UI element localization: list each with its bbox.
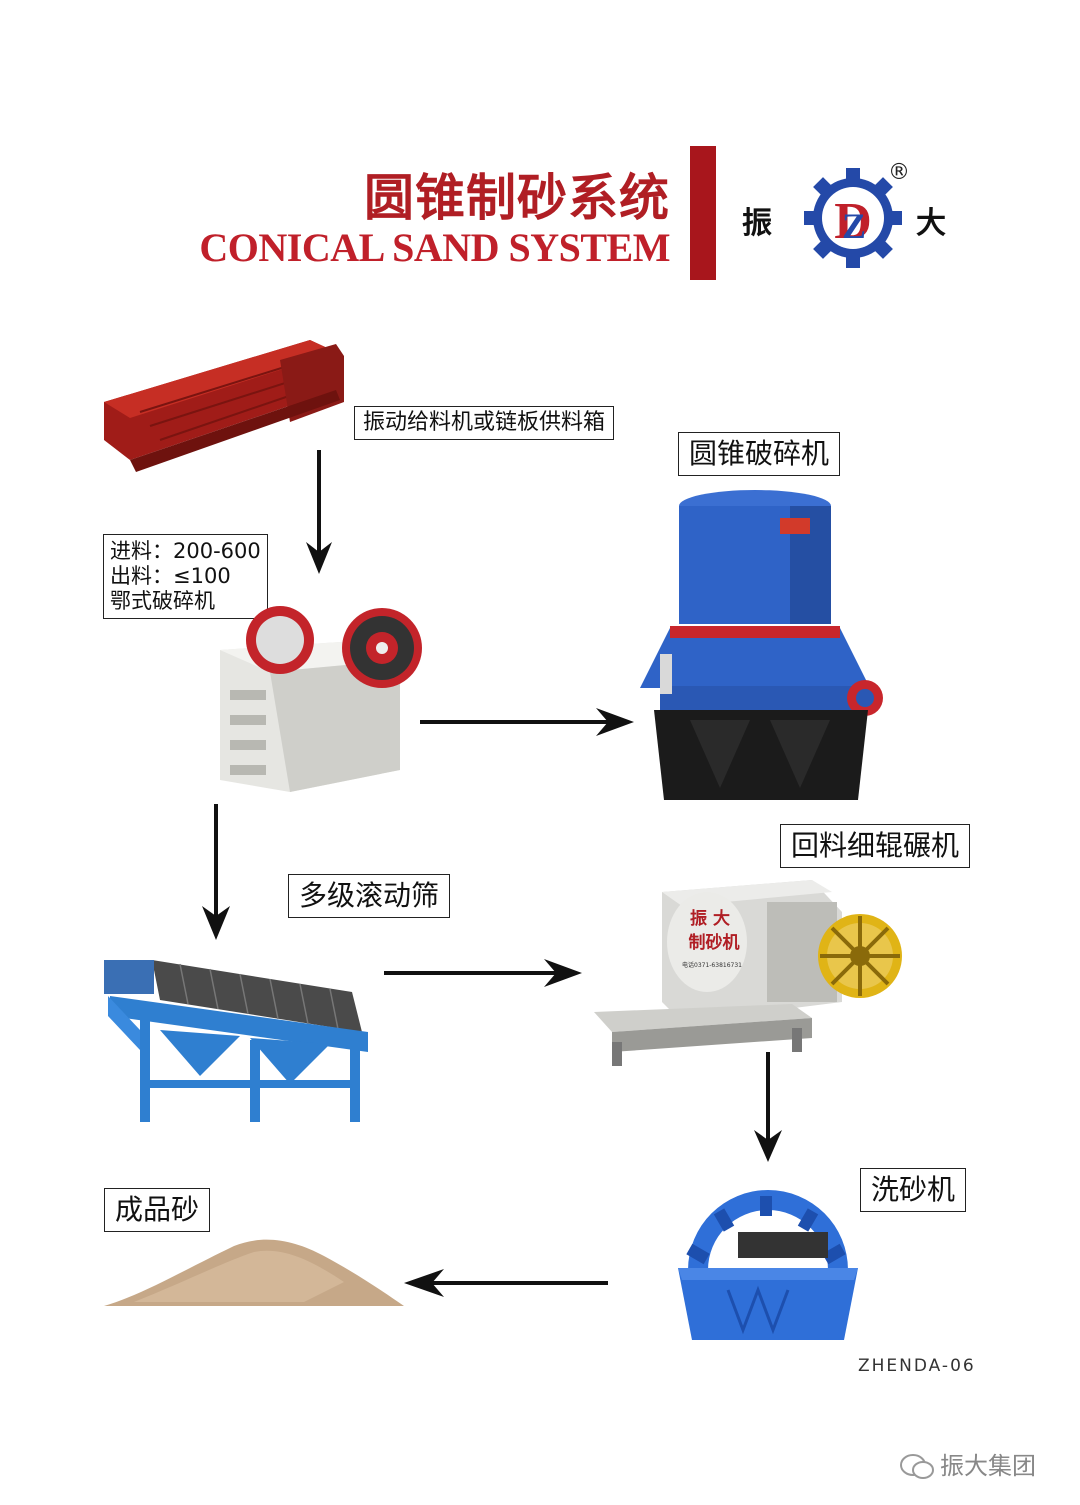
logo-char-left: 振 — [742, 206, 772, 241]
label-feeder: 振动给料机或链板供料箱 — [354, 406, 615, 440]
arrow-down-3 — [754, 1052, 782, 1162]
label-roller-crusher: 回料细辊碾机 — [780, 824, 971, 868]
sand-washer-image — [678, 1190, 858, 1340]
roller-brand-text: 振 大 — [690, 908, 730, 929]
roller-crusher-image: 振 大 制砂机 电话0371-63816731 — [594, 880, 902, 1066]
registered-mark: ® — [888, 160, 910, 185]
roller-name-text: 制砂机 — [689, 932, 740, 953]
label-sand-washer: 洗砂机 — [860, 1168, 967, 1212]
gear-logo-icon: D Z — [804, 168, 902, 268]
label-finished-sand: 成品砂 — [104, 1188, 211, 1232]
vibrating-feeder-image — [104, 340, 344, 472]
arrow-down-1 — [306, 450, 332, 574]
jaw-crusher-image — [220, 606, 422, 792]
wechat-icon — [900, 1454, 934, 1479]
cone-crusher-image — [640, 490, 883, 800]
header-divider — [690, 146, 716, 280]
label-cone-crusher: 圆锥破碎机 — [678, 432, 841, 476]
jaw-crusher-spec: 进料：200-600 出料：≤100 鄂式破碎机 — [103, 534, 268, 619]
title-chinese: 圆锥制砂系统 — [364, 169, 670, 227]
label-trommel: 多级滚动筛 — [288, 874, 451, 918]
wechat-account-name: 振大集团 — [940, 1452, 1036, 1480]
logo-letter-d: D — [834, 193, 872, 250]
spec-feed-out: 出料：≤100 — [110, 564, 231, 588]
arrow-right-2 — [384, 959, 582, 987]
arrow-down-2 — [202, 804, 230, 940]
trommel-screen-image — [104, 960, 368, 1122]
arrow-right-1 — [420, 708, 634, 736]
sand-pile-image — [104, 1239, 404, 1306]
title-english: CONICAL SAND SYSTEM — [199, 225, 670, 270]
arrow-left-1 — [404, 1269, 608, 1297]
spec-jaw-name: 鄂式破碎机 — [110, 589, 215, 613]
logo-letter-z: Z — [842, 206, 866, 246]
spec-feed-in: 进料：200-600 — [110, 539, 261, 563]
wechat-watermark: 振大集团 — [900, 1446, 1036, 1481]
roller-phone-text: 电话0371-63816731 — [682, 961, 742, 969]
logo-char-right: 大 — [916, 206, 946, 241]
model-code: ZHENDA-06 — [858, 1356, 976, 1376]
